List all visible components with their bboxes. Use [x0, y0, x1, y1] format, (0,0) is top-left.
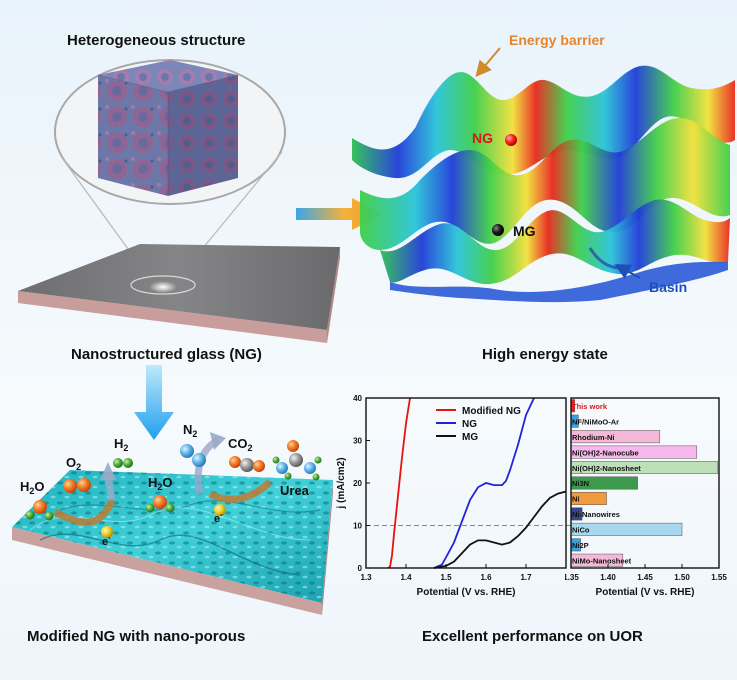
y-axis-label: j (mA/cm2) [336, 457, 347, 509]
n2-label: N2 [183, 422, 197, 439]
bar-label-0: This work [572, 402, 608, 411]
energy-landscape [352, 47, 735, 303]
bar-label-7: Ni-Nanowires [572, 510, 620, 519]
mg-point-label: MG [513, 223, 536, 239]
urea-molecule [272, 440, 322, 481]
bar-x-tick-label-0: 1.35 [565, 573, 579, 582]
bar-label-4: Ni(OH)2-Nanosheet [572, 464, 641, 473]
x-tick-label-0: 1.3 [360, 573, 372, 582]
series-line-2 [433, 490, 567, 569]
y-tick-label-0: 0 [358, 564, 363, 573]
uor-performance-title: Excellent performance on UOR [422, 628, 643, 645]
x-tick-label-3: 1.6 [480, 573, 492, 582]
y-tick-label-3: 30 [353, 437, 362, 446]
comparison-bar-chart: This workNF/NiMoO-ArRhodium-NiNi(OH)2-Na… [565, 397, 727, 598]
urea-label: Urea [280, 483, 310, 498]
series-line-1 [433, 397, 535, 569]
x-tick-label-1: 1.4 [400, 573, 412, 582]
bar-label-2: Rhodium-Ni [572, 433, 615, 442]
bar-label-5: Ni3N [572, 479, 589, 488]
nanostructured-glass-label: Nanostructured glass (NG) [71, 346, 262, 363]
electron-label-1: e- [102, 533, 111, 548]
x-tick-label-4: 1.7 [520, 573, 532, 582]
h2-molecule [113, 458, 133, 468]
bar-label-1: NF/NiMoO-Ar [572, 417, 619, 426]
electron-ball-1 [101, 526, 113, 538]
ng-state-point [505, 134, 517, 146]
ng-point-label: NG [472, 130, 493, 146]
o2-molecule [63, 478, 91, 493]
x-axis-label: Potential (V vs. RHE) [417, 587, 516, 598]
legend-label-1: NG [462, 419, 477, 430]
bar-label-10: NiMo-Nanosheet [572, 557, 632, 566]
bar-label-9: Ni2P [572, 541, 589, 550]
bar-x-tick-label-1: 1.40 [600, 573, 616, 582]
bar-x-tick-label-2: 1.45 [637, 573, 653, 582]
glass-plate [18, 244, 340, 343]
x-tick-label-2: 1.5 [440, 573, 452, 582]
bar-x-axis-label: Potential (V vs. RHE) [596, 587, 695, 598]
basin-label: Basin [649, 279, 687, 295]
bar-x-tick-label-3: 1.50 [674, 573, 690, 582]
h2o-label-mid: H2O [148, 475, 173, 492]
nanostructure-cube [97, 60, 239, 196]
energy-barrier-label: Energy barrier [509, 32, 605, 48]
y-tick-label-4: 40 [353, 394, 362, 403]
electron-ball-2 [214, 504, 226, 516]
co2-label: CO2 [228, 436, 253, 453]
modification-arrow [134, 365, 174, 440]
mg-state-point [492, 224, 504, 236]
n2-molecule [180, 444, 206, 467]
legend-label-0: Modified NG [462, 406, 521, 417]
y-tick-label-2: 20 [353, 479, 362, 488]
porous-electrode [12, 470, 333, 615]
bar-label-3: Ni(OH)2-Nanocube [572, 448, 639, 457]
legend-label-2: MG [462, 432, 478, 443]
co2-molecule [229, 456, 265, 472]
h2o-label-left: H2O [20, 479, 45, 496]
series-line-0 [387, 397, 411, 569]
y-tick-label-1: 10 [353, 522, 362, 531]
heterogeneous-structure-title: Heterogeneous structure [67, 32, 246, 49]
bar-label-8: NiCo [572, 526, 590, 535]
o2-label: O2 [66, 455, 81, 472]
h2o-molecule-mid [145, 495, 175, 513]
bar-x-tick-label-4: 1.55 [711, 573, 727, 582]
bar-label-6: Ni [572, 495, 580, 504]
modified-ng-title: Modified NG with nano-porous [27, 628, 246, 645]
high-energy-state-title: High energy state [482, 346, 608, 363]
h2o-molecule-left [25, 500, 54, 521]
h2-label: H2 [114, 436, 128, 453]
electron-label-2: e- [214, 510, 223, 525]
